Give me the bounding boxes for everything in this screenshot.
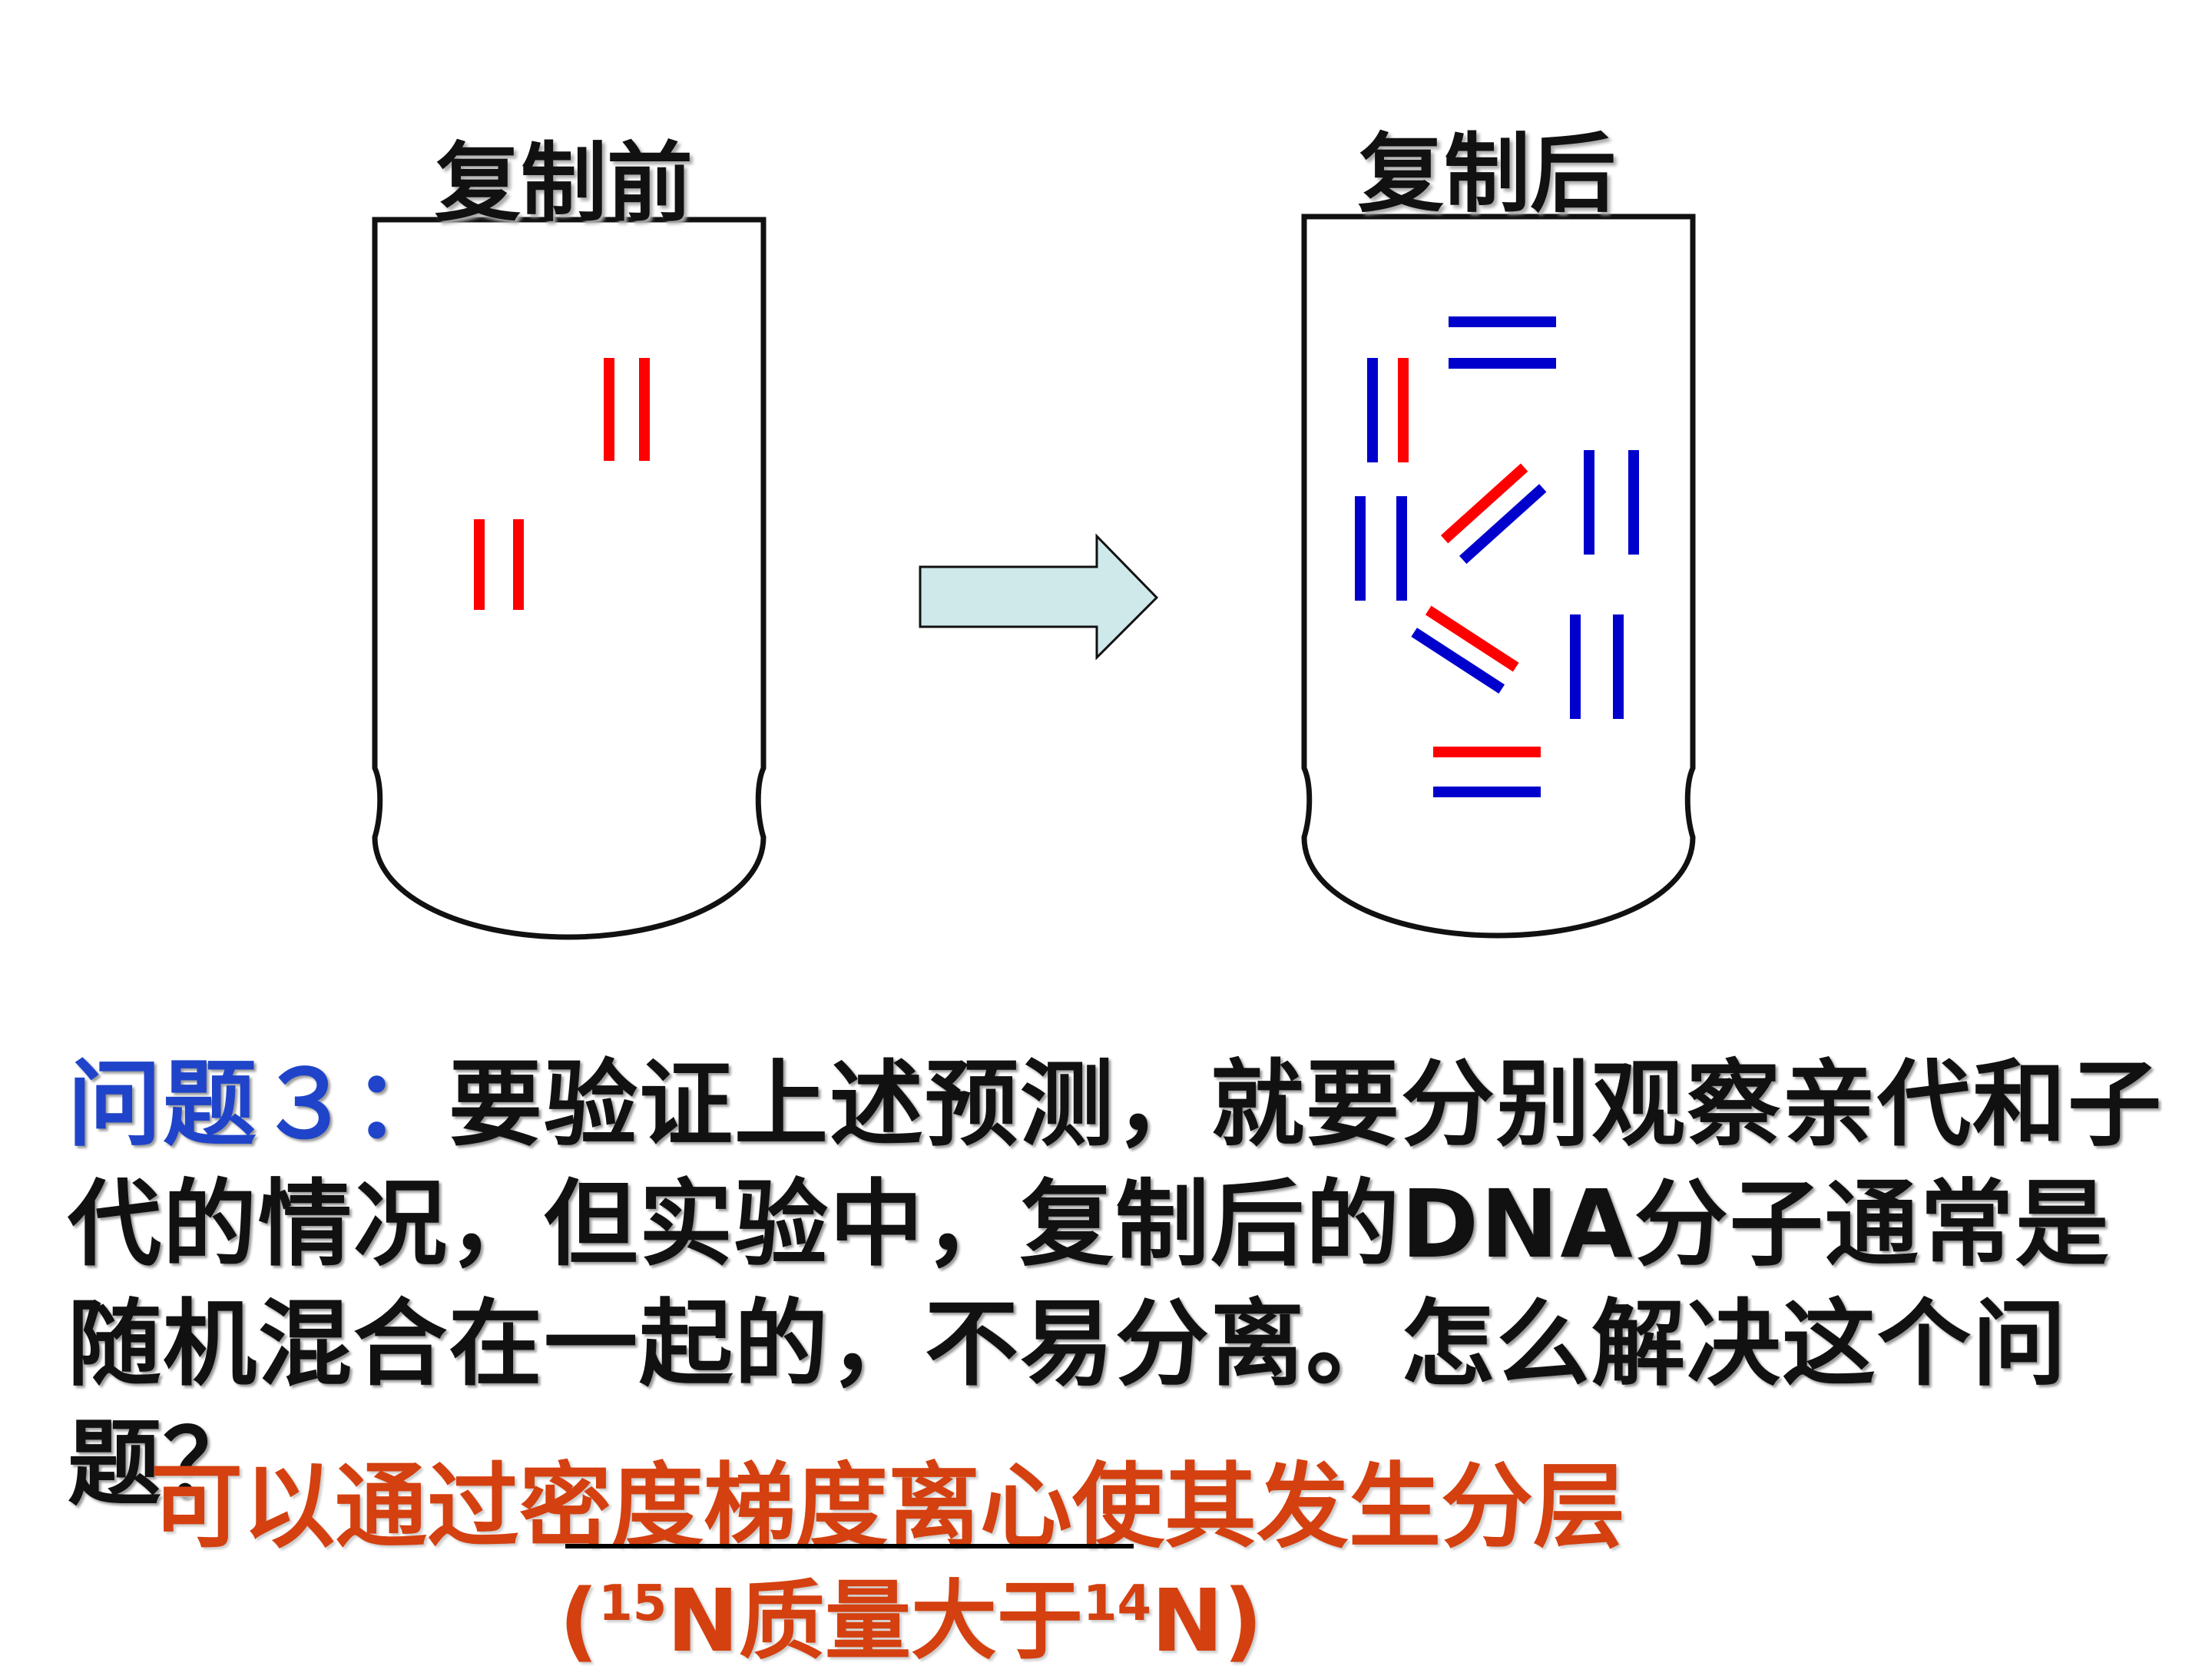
tube-after [1301,214,1696,939]
dna-hybrid-diagonal [1440,463,1547,565]
answer-text: 可以通过密度梯度离心使其发生分层 [151,1454,1625,1561]
dna-parent-2 [474,519,524,610]
dna-hybrid-bottom [1433,747,1541,797]
note-close: N) [1151,1572,1263,1671]
dna-light-right-bottom [1570,614,1624,719]
label-after-replication: 复制后 [1358,124,1616,224]
label-before-replication: 复制前 [435,134,693,234]
dna-light-top [1449,316,1556,369]
note-open: ( [559,1572,599,1671]
question-text: 问题３：要验证上述预测，就要分别观察亲代和子代的情况，但实验中，复制后的DNA分… [68,1045,2203,1524]
dna-parent-1 [604,358,650,461]
dna-hybrid-diagonal-2 [1411,605,1519,694]
note-mid: N质量大于 [667,1572,1083,1671]
dna-light-left [1355,496,1407,601]
dna-light-right-top [1584,450,1639,555]
question-body: 要验证上述预测，就要分别观察亲代和子代的情况，但实验中，复制后的DNA分子通常是… [68,1050,2163,1519]
tube-before [372,217,767,940]
arrow-shape [919,533,1159,661]
note-sup-15: 15 [598,1575,667,1632]
dna-hybrid-vertical [1367,358,1409,462]
question-prefix: 问题３： [68,1050,449,1159]
answer-underline [565,1544,1134,1548]
answer-note: (15N质量大于14N) [559,1552,1263,1676]
note-sup-14: 14 [1082,1575,1152,1632]
